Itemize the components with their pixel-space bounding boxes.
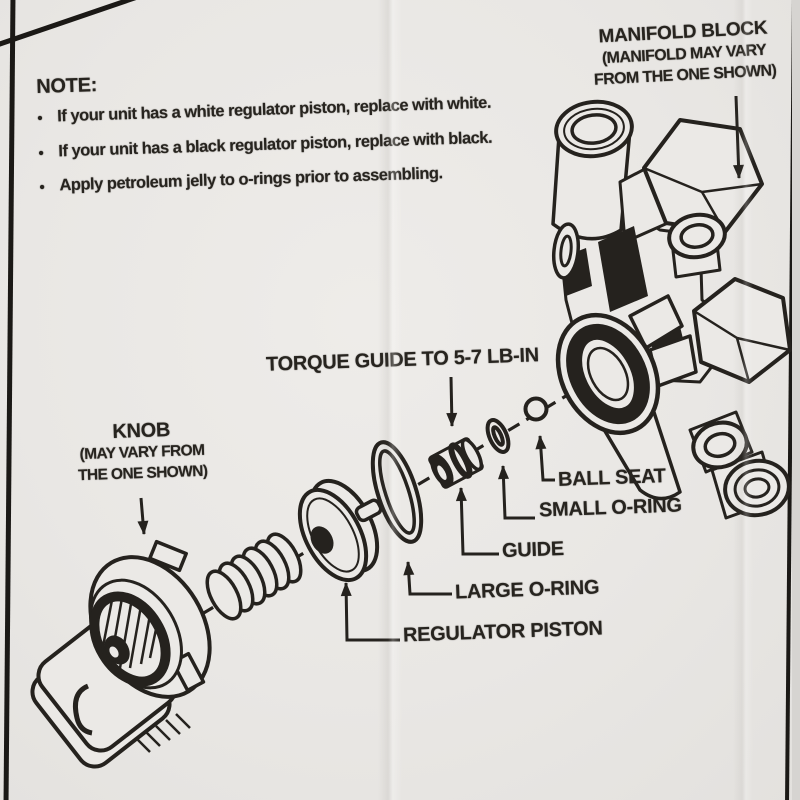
large-o-ring-drawing xyxy=(370,440,424,544)
torque-leader-line xyxy=(446,376,458,427)
knob-cap-dark-ring xyxy=(89,591,171,687)
knob-hub-highlight xyxy=(109,646,119,658)
guide-label: GUIDE xyxy=(501,537,565,563)
manifold-block-label: MANIFOLD BLOCK (MANIFOLD MAY VARY FROM T… xyxy=(586,17,781,91)
manifold-hex-nut-right xyxy=(692,277,792,384)
knob-cap-tab-top xyxy=(148,539,188,573)
guide-drawing xyxy=(428,437,484,489)
piston-stem xyxy=(354,498,383,523)
manifold-main-port xyxy=(555,312,661,436)
small-o-ring-leader-line xyxy=(498,465,535,520)
knob-plate-shadow-mark xyxy=(72,683,93,736)
piston-hub xyxy=(310,526,334,554)
small-o-ring-drawing xyxy=(485,418,511,454)
manifold-top-port-bore xyxy=(570,113,618,145)
bullet-icon: • xyxy=(37,109,43,127)
knob-drawing xyxy=(30,539,212,769)
piston-face xyxy=(297,487,369,583)
guide-leader-line xyxy=(455,487,499,556)
regulator-piston-drawing xyxy=(297,478,383,583)
knob-hatching xyxy=(135,713,191,753)
page-edge-shadow xyxy=(792,0,800,800)
ball-seat-label: BALL SEAT xyxy=(557,465,667,491)
manifold-bottom-port-2 xyxy=(723,458,791,518)
border-top-left xyxy=(0,0,137,47)
spring-drawing xyxy=(205,532,303,621)
knob-leader-line xyxy=(137,497,149,535)
manifold-block-drawing xyxy=(551,99,792,520)
bullet-icon: • xyxy=(38,144,44,162)
ball-seat-drawing xyxy=(523,396,549,422)
manifold-left-port xyxy=(551,222,581,280)
knob-label: KNOB (MAY VARY FROM THE ONE SHOWN) xyxy=(65,417,219,487)
manifold-bottom-port-1 xyxy=(691,420,749,470)
bullet-icon: • xyxy=(39,178,45,196)
ball-seat-leader-line xyxy=(535,435,555,482)
large-o-ring-leader-line xyxy=(403,561,452,596)
manifold-top-tube xyxy=(551,128,632,241)
note-section: NOTE: • If your unit has a white regulat… xyxy=(36,61,530,212)
border-left xyxy=(3,0,16,800)
note-item-text: If your unit has a white regulator pisto… xyxy=(56,93,492,126)
leader-lines xyxy=(137,95,745,642)
manifold-leader-line xyxy=(733,95,745,179)
regulator-piston-leader-line xyxy=(340,582,400,642)
